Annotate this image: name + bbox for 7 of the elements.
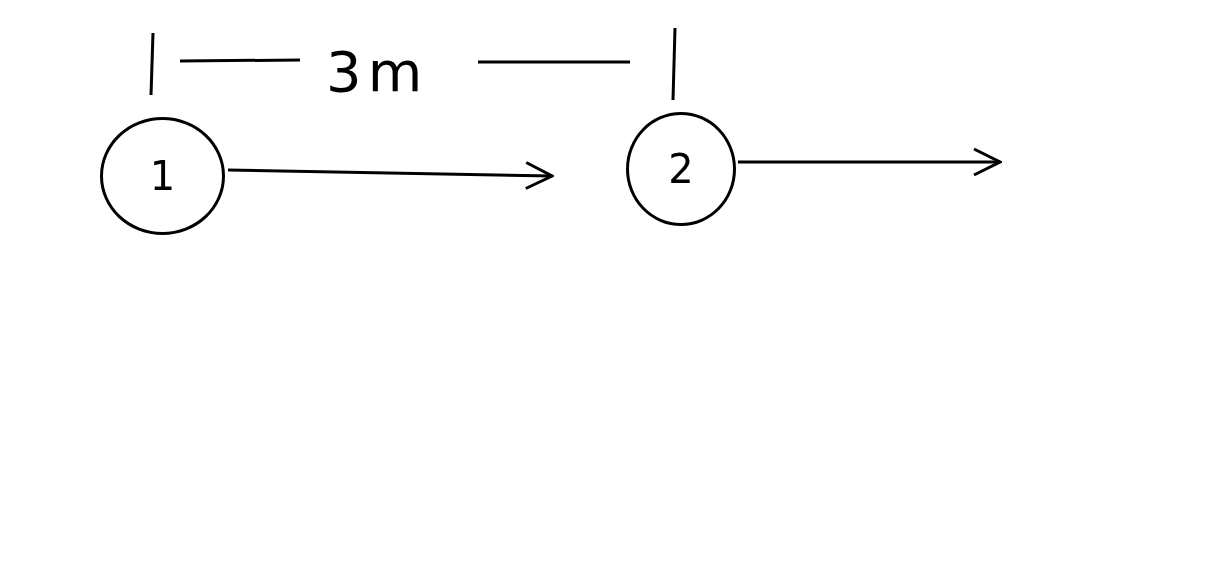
particle-circle [100,117,225,235]
arrow [738,147,1002,177]
dimension-label: 3m [326,44,429,100]
arrow [227,161,554,190]
particle-number: 1 [149,156,176,196]
particle-circle [626,112,736,226]
particle-number: 2 [668,149,694,189]
